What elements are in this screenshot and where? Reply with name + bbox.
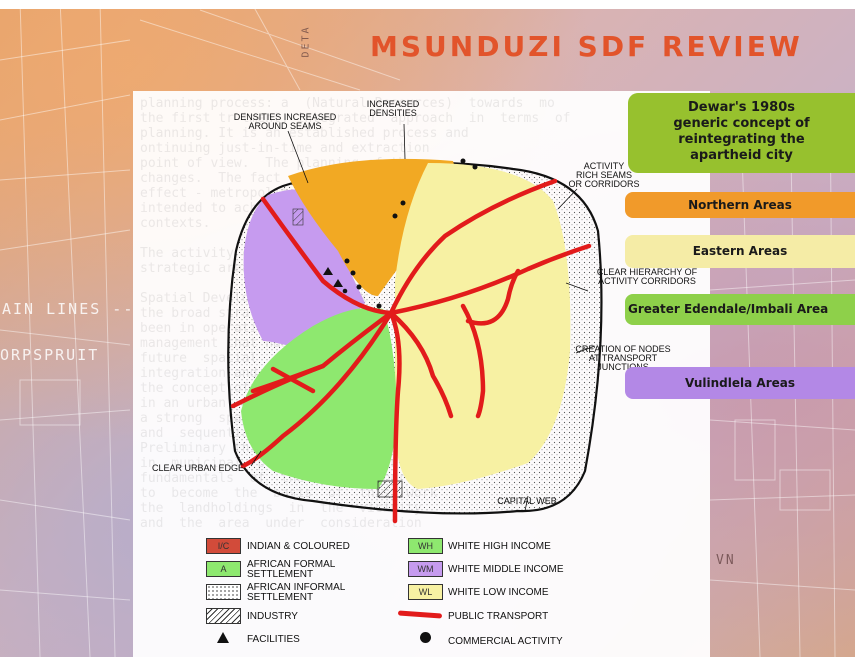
annot-clear-urban-edge: CLEAR URBAN EDGE (152, 463, 245, 473)
annot-densities-increased: DENSITIES INCREASED AROUND SEAMS (233, 112, 337, 131)
urban-concept-diagram (227, 123, 603, 524)
legend-label-white-low: WHITE LOW INCOME (448, 587, 549, 598)
annot-capital-web: CAPITAL WEB (497, 496, 557, 506)
legend-label-industry: INDUSTRY (247, 611, 298, 622)
white-middle-income-zone (243, 189, 365, 351)
box-dewar-concept: Dewar's 1980s generic concept of reinteg… (628, 93, 855, 173)
african-formal-zone (241, 307, 397, 489)
bg-text-vn: VN (716, 553, 736, 568)
top-band (0, 0, 855, 9)
facility-triangle (333, 279, 343, 287)
legend-swatch-white-low: WL (408, 584, 443, 600)
bg-text-orpspruit: ORPSPRUIT (0, 346, 100, 364)
legend-label-african-formal: AFRICAN FORMAL SETTLEMENT (247, 559, 336, 580)
legend-swatch-industry (206, 608, 241, 624)
box-edendale-imbali: Greater Edendale/Imbali Area (625, 294, 855, 325)
legend-swatch-african-informal (206, 584, 241, 600)
slide-title: MSUNDUZI SDF REVIEW (370, 30, 803, 63)
legend-swatch-african-formal: A (206, 561, 241, 577)
public-transport-network (230, 178, 592, 524)
legend-swatch-indian-coloured: I/C (206, 538, 241, 554)
annot-clear-hierarchy: CLEAR HIERARCHY OF ACTIVITY CORRIDORS (596, 267, 698, 286)
legend-label-african-informal: AFRICAN INFORMAL SETTLEMENT (247, 582, 346, 603)
box-eastern-areas: Eastern Areas (625, 235, 855, 268)
legend-swatch-white-middle: WM (408, 561, 443, 577)
industry-patch (377, 480, 403, 498)
bg-text-deta: DETA (300, 25, 312, 58)
legend-label-white-middle: WHITE MIDDLE INCOME (448, 564, 564, 575)
industry-patch-top (292, 208, 304, 226)
box-vulindlela-areas: Vulindlela Areas (625, 367, 855, 399)
legend-label-indian-coloured: INDIAN & COLOURED (247, 541, 350, 552)
annot-creation-nodes: CREATION OF NODES AT TRANSPORT JUNCTIONS (575, 344, 671, 372)
legend-commercial-dot-icon (420, 632, 431, 643)
facility-triangle (323, 267, 333, 275)
commercial-dots (342, 158, 478, 309)
legend-swatch-white-high: WH (408, 538, 443, 554)
legend-label-white-high: WHITE HIGH INCOME (448, 541, 551, 552)
annot-activity-rich: ACTIVITY RICH SEAMS OR CORRIDORS (568, 161, 640, 189)
bg-text-main-lines: AIN LINES -- (2, 300, 135, 318)
white-high-income-zone (288, 158, 456, 296)
annotation-leaders (250, 123, 596, 512)
annot-increased-densities: INCREASED DENSITIES (366, 99, 420, 118)
legend-label-commercial: COMMERCIAL ACTIVITY (448, 636, 563, 647)
legend-facility-triangle-icon (217, 632, 229, 643)
legend-label-facilities: FACILITIES (247, 634, 300, 645)
legend-label-public-transport: PUBLIC TRANSPORT (448, 611, 549, 622)
box-northern-areas: Northern Areas (625, 192, 855, 218)
